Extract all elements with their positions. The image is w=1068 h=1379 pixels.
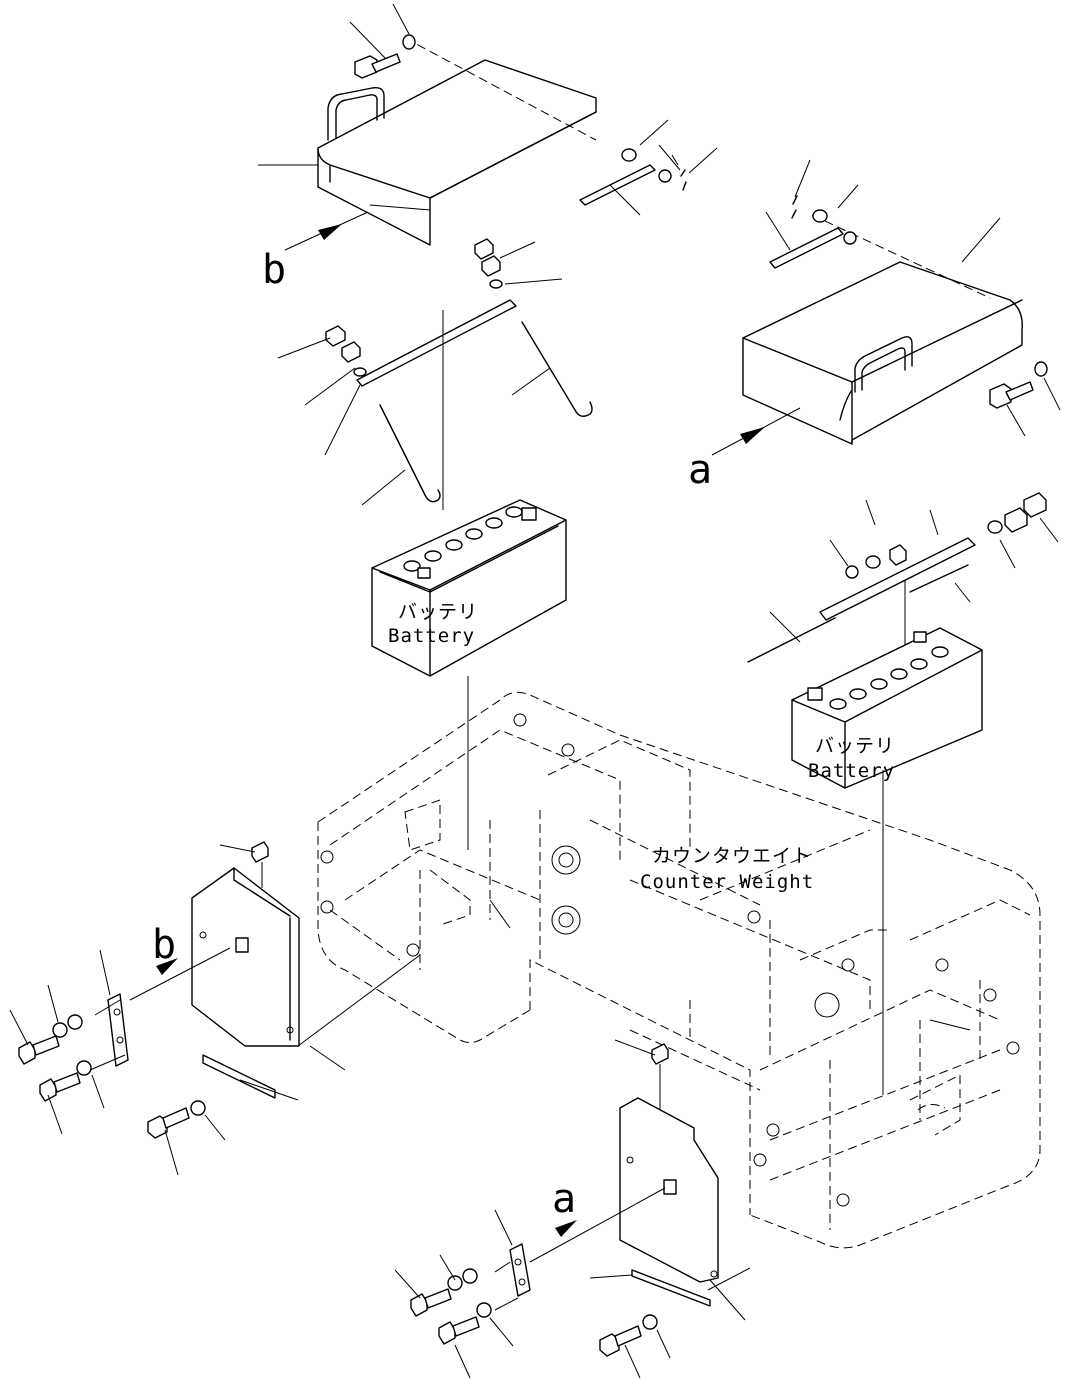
bolt-top-left xyxy=(349,3,416,79)
leader-frame-right xyxy=(929,1019,971,1031)
counterweight-label-en: Counter Weight xyxy=(640,871,814,893)
arrow-head-b-top xyxy=(318,224,342,240)
arrow-shaft-b xyxy=(129,947,231,1001)
view-label-a-bottom: a xyxy=(552,1176,576,1222)
side-cover-left xyxy=(191,841,421,1101)
arrow-head-b xyxy=(156,958,178,975)
counterweight-frame: カウンタウエイト Counter Weight xyxy=(317,691,1041,1249)
arrow-shaft-a xyxy=(529,1187,666,1263)
battery-cover-left xyxy=(317,37,597,246)
battery-right: バッテリ Battery xyxy=(791,627,983,789)
hold-down-assembly-right xyxy=(747,492,1059,700)
view-label-b-top: b xyxy=(262,247,286,293)
leader-frame-inner xyxy=(489,899,511,929)
view-label-a-top: a xyxy=(688,447,712,493)
strap-hardware-top-right xyxy=(765,159,859,269)
counterweight-label-jp: カウンタウエイト xyxy=(652,845,812,867)
side-cover-right xyxy=(589,1039,751,1321)
battery-left: バッテリ Battery xyxy=(371,499,567,677)
battery-cover-right xyxy=(742,214,1023,445)
arrow-head-a-top xyxy=(740,427,765,444)
battery-left-label-jp: バッテリ xyxy=(398,601,478,623)
hinge-hardware-right xyxy=(394,1209,531,1379)
bolt-right-bottom xyxy=(599,1314,671,1379)
view-label-b-bottom: b xyxy=(152,922,176,968)
hinge-hardware-left xyxy=(9,949,129,1135)
hold-down-assembly-left xyxy=(277,238,593,510)
battery-right-label-jp: バッテリ xyxy=(815,735,895,757)
battery-left-label-en: Battery xyxy=(388,625,475,647)
strap-hardware-top-left xyxy=(579,119,718,216)
arrow-head-a xyxy=(555,1220,577,1237)
bolt-top-right xyxy=(989,361,1061,437)
bolt-left-bottom xyxy=(147,1100,226,1176)
battery-right-label-en: Battery xyxy=(808,760,895,782)
